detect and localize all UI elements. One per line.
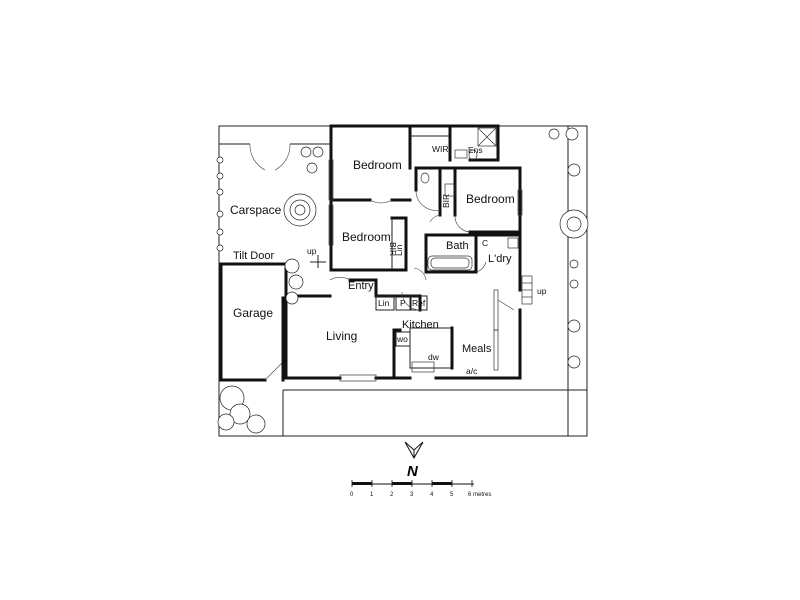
room-label-bir: BIR [388,242,398,256]
room-labels: Bedroom Bedroom Bedroom WIR Ens BIR BIR … [230,144,547,376]
shrub-icon [216,244,224,252]
room-label-carspace: Carspace [230,203,282,217]
shrub-icon [312,146,324,158]
room-label-lin: Lin [378,298,390,308]
shrub-icon [216,172,224,180]
room-label-bir: BIR [441,194,451,208]
bathtub [427,255,473,271]
label-up: up [307,246,317,256]
room-label-pantry: P [400,298,406,308]
tree-icon [283,193,317,227]
scale-tick-label: 3 [410,492,414,498]
room-label-ac: a/c [466,366,478,376]
scale-tick-label: 2 [390,492,394,498]
laundry-trough [507,237,519,249]
basin [454,149,468,159]
shrub-icon [567,163,581,177]
shrub-icon [216,228,224,236]
tree-icon [229,403,251,425]
shrub-icon [567,355,581,369]
shrub-icon [565,127,579,141]
shrub-icon [548,128,560,140]
room-label-bath: Bath [446,240,469,252]
house-walls [284,124,522,380]
garage [219,262,288,382]
shrub-icon [288,274,304,290]
label-up: up [537,286,547,296]
trees [216,127,589,434]
shrub-icon [567,319,581,333]
shrub-icon [569,259,579,269]
shrub-icon [216,210,224,218]
room-label-bedroom: Bedroom [353,158,402,172]
room-label-garage: Garage [233,306,273,320]
compass: N [404,441,424,480]
shrub-icon [306,162,318,174]
room-label-living: Living [326,329,357,343]
room-label-lin: Lin [394,244,404,256]
kitchen-sink [411,361,435,373]
room-label-bedroom: Bedroom [466,192,515,206]
room-label-entry: Entry [348,280,374,292]
shower [477,127,497,147]
tree-icon [246,414,266,434]
room-label-c: C [482,238,488,248]
room-label-ref: Ref [412,298,426,308]
room-label-wir: WIR [432,144,449,154]
room-label-kitchen: Kitchen [402,319,439,331]
toilet [420,172,430,184]
door-swings [329,189,515,311]
compass-label: N [407,463,419,480]
shrub-icon [300,146,312,158]
shrub-icon [285,291,299,305]
scale-tick-label: 6 metres [468,492,491,498]
tree-icon [217,413,235,431]
room-label-bedroom: Bedroom [342,230,391,244]
scale-tick-label: 5 [450,492,454,498]
shrub-icon [216,156,224,164]
shrub-icon [216,188,224,196]
toilet [468,149,478,161]
room-label-tilt-door: Tilt Door [233,250,274,262]
room-label-wo: wo [396,334,408,344]
shrub-icon [569,279,579,289]
fixtures [411,127,533,373]
room-label-ens: Ens [468,145,483,155]
windows [328,159,523,382]
room-label-meals: Meals [462,343,492,355]
scale-tick-label: 0 [350,492,354,498]
room-label-dw: dw [428,352,440,362]
room-label-laundry: L'dry [488,253,512,265]
shrub-icon [284,258,300,274]
scale-tick-label: 4 [430,492,434,498]
scale-tick-label: 1 [370,492,374,498]
basin [444,183,456,197]
scale-bar: 0 1 2 3 4 5 6 metres [350,480,491,498]
